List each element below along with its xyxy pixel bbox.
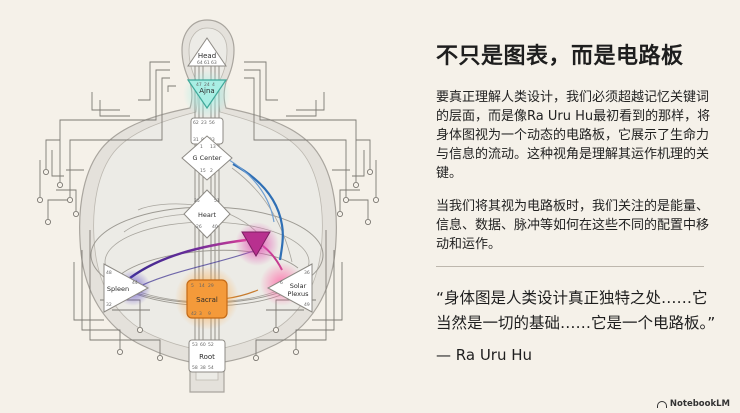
notebooklm-logo-icon (656, 400, 667, 408)
center-heart-accent (241, 231, 271, 257)
text-panel: 不只是图表，而是电路板 要真正理解人类设计，我们必须超越记忆关键词的层面，而是像… (436, 38, 712, 254)
center-solar-label-1: Solar (290, 282, 307, 290)
svg-text:26: 26 (196, 224, 202, 230)
svg-text:58: 58 (192, 365, 198, 371)
svg-text:2: 2 (210, 168, 213, 174)
badge-label: NotebookLM (669, 399, 730, 409)
circuit-traces-right (244, 61, 377, 358)
center-heart: Heart 25 51 26 40 (183, 189, 231, 239)
center-spleen: Spleen 48 32 44 (103, 263, 150, 313)
quote: “身体图是人类设计真正独特之处……它当然是一切的基础……它是一个电路板。” (436, 289, 716, 332)
svg-text:63: 63 (211, 60, 217, 66)
svg-text:5: 5 (191, 283, 194, 289)
center-g-label: G Center (193, 154, 222, 162)
svg-text:53: 53 (192, 342, 198, 348)
center-head-label: Head (198, 52, 216, 60)
svg-text:60: 60 (200, 342, 206, 348)
center-solar-label-2: Plexus (288, 290, 310, 298)
svg-text:40: 40 (212, 224, 218, 230)
svg-text:14: 14 (199, 283, 205, 289)
center-g: G Center 1 13 15 2 (181, 135, 233, 181)
svg-text:62: 62 (193, 120, 199, 126)
heading: 不只是图表，而是电路板 (436, 43, 684, 69)
circuit-nodes (37, 168, 379, 361)
center-root-label: Root (199, 353, 215, 361)
svg-text:56: 56 (209, 120, 215, 126)
svg-text:25: 25 (194, 198, 200, 204)
svg-text:6: 6 (280, 280, 283, 286)
center-sacral-label: Sacral (196, 296, 218, 304)
svg-text:36: 36 (304, 270, 310, 276)
svg-text:49: 49 (304, 302, 310, 308)
svg-text:32: 32 (106, 302, 112, 308)
svg-text:52: 52 (208, 342, 214, 348)
svg-text:13: 13 (210, 144, 216, 150)
notebooklm-badge: NotebookLM (656, 399, 730, 409)
center-spleen-label: Spleen (107, 285, 129, 293)
paragraph-1: 要真正理解人类设计，我们必须超越记忆关键词的层面，而是像Ra Uru Hu最初看… (436, 90, 711, 181)
svg-text:29: 29 (208, 283, 214, 289)
svg-text:4: 4 (212, 82, 215, 88)
paragraph-2: 当我们将其视为电路板时，我们关注的是能量、信息、数据、脉冲等如何在这些不同的配置… (436, 199, 710, 252)
svg-text:51: 51 (214, 198, 220, 204)
center-solar-plexus: Solar Plexus 36 49 6 (266, 263, 313, 313)
svg-text:31: 31 (193, 137, 199, 143)
svg-text:1: 1 (200, 144, 203, 150)
quote-attribution: — Ra Uru Hu (436, 346, 533, 364)
svg-text:9: 9 (208, 311, 211, 317)
svg-text:48: 48 (106, 270, 112, 276)
svg-text:64: 64 (197, 60, 203, 66)
svg-text:38: 38 (200, 365, 206, 371)
svg-text:42: 42 (191, 311, 197, 317)
svg-text:23: 23 (201, 120, 207, 126)
center-ajna-label: Ajna (199, 87, 214, 95)
svg-text:54: 54 (208, 365, 214, 371)
svg-text:47: 47 (196, 82, 202, 88)
svg-text:3: 3 (199, 311, 202, 317)
svg-text:24: 24 (204, 82, 210, 88)
divider (436, 266, 704, 267)
svg-text:15: 15 (200, 168, 206, 174)
svg-text:44: 44 (132, 280, 138, 286)
center-heart-label: Heart (198, 211, 217, 219)
svg-text:61: 61 (204, 60, 210, 66)
